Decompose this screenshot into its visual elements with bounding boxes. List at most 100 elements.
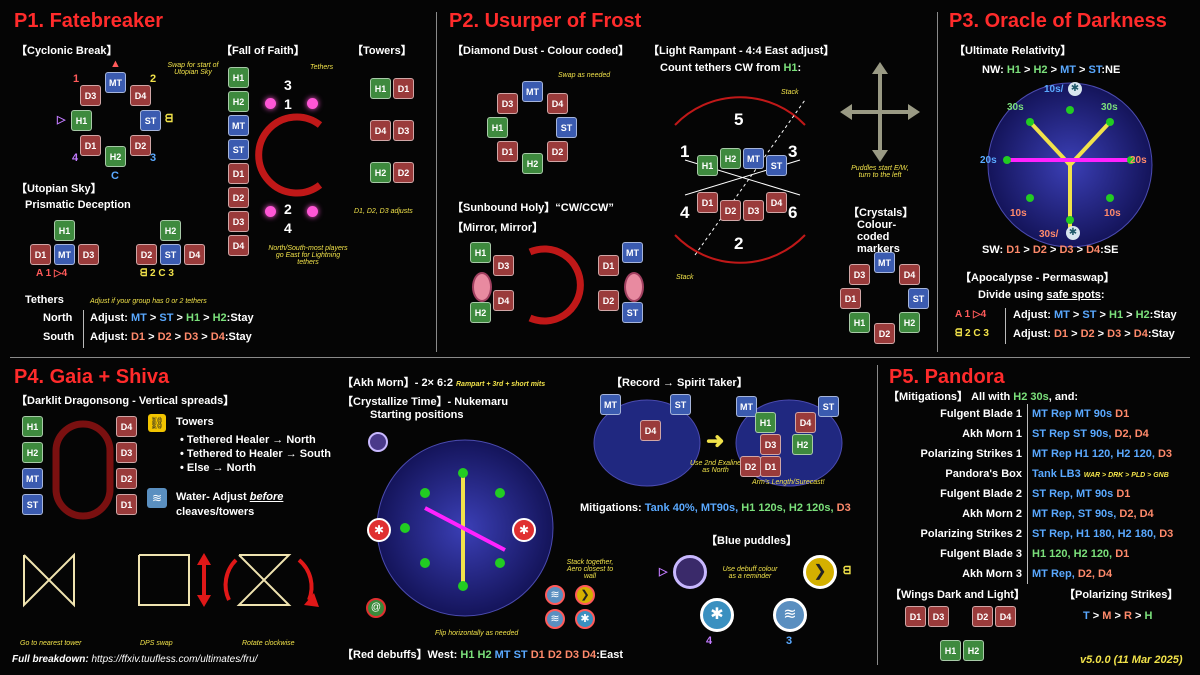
cr-mt: MT xyxy=(874,252,895,273)
yellow-marker-icon: ᗺ xyxy=(843,565,851,577)
cleaves-label: cleaves/towers xyxy=(176,506,255,518)
p5-row-4-val: ST Rep, MT 90s D1 xyxy=(1032,488,1131,500)
pink-orb-1 xyxy=(265,98,276,109)
mr-mt: MT xyxy=(622,242,643,263)
use2nd-note: Use 2nd Exaline as North xyxy=(690,460,741,474)
bullet-3: • Else → North xyxy=(180,462,256,474)
rec2-d4: D4 xyxy=(795,412,816,433)
lr-num-5: 5 xyxy=(734,110,744,129)
lr-num-1: 1 xyxy=(680,142,690,161)
ice-puddle-icon: ✱ xyxy=(700,598,734,632)
timer-10s-top: 10s/ xyxy=(1044,84,1064,95)
dl-mt: MT xyxy=(22,468,43,489)
fall-d1: D1 xyxy=(228,163,249,184)
prismatic-label: Prismatic Deception xyxy=(25,199,131,211)
mr-d1: D1 xyxy=(598,255,619,276)
dd-d4: D4 xyxy=(547,93,568,114)
adjust-note: Adjust if your group has 0 or 2 tethers xyxy=(90,298,207,305)
lr-header: 【Light Rampant - 4:4 East adjust】 xyxy=(648,45,835,57)
p5-row-2-name: Polarizing Strikes 1 xyxy=(920,448,1022,460)
compass-arrows xyxy=(840,62,920,162)
stack-together-note: Stack together, Aero closest to wall xyxy=(566,559,614,580)
w-d4: D4 xyxy=(995,606,1016,627)
mr-h1: H1 xyxy=(470,242,491,263)
p2-title: P2. Usurper of Frost xyxy=(449,10,642,32)
pl-d3: D3 xyxy=(78,244,99,265)
water-icon-1: ≋ xyxy=(545,585,565,605)
tile-h2: H2 xyxy=(105,146,126,167)
dps-swap-note: DPS swap xyxy=(140,640,173,647)
rec2-h2: H2 xyxy=(792,434,813,455)
p5-row-2-val: MT Rep H1 120, H2 120, D3 xyxy=(1032,448,1173,460)
crystallize-header: 【Crystallize Time】- Nukemaru xyxy=(342,396,509,408)
fall-header: 【Fall of Faith】 xyxy=(221,45,305,57)
tile-d1: D1 xyxy=(80,135,101,156)
shield-icon: ❯ xyxy=(575,585,595,605)
cr-h2: H2 xyxy=(899,312,920,333)
tower-diagrams xyxy=(23,552,319,608)
utopian-header: 【Utopian Sky】 xyxy=(16,183,102,195)
divider-p1-p2 xyxy=(436,12,437,352)
pl-d1: D1 xyxy=(30,244,51,265)
marker-3: 3 xyxy=(150,152,157,164)
cr-st: ST xyxy=(908,288,929,309)
crystals-sub: Colour-coded markers xyxy=(857,219,900,255)
pl-mt: MT xyxy=(54,244,75,265)
lr-d1: D1 xyxy=(697,192,718,213)
tile-st: ST xyxy=(140,110,161,131)
dark-puddle-icon xyxy=(673,555,707,589)
pink-orb-2 xyxy=(307,98,318,109)
sw-row: SW: D1 > D2 > D3 > D4:SE xyxy=(982,244,1119,256)
marker-2: 2 xyxy=(150,73,157,85)
marker-c: C xyxy=(111,170,119,182)
cr-d2: D2 xyxy=(874,323,895,344)
swap-needed-note: Swap as needed xyxy=(558,72,611,79)
south-label: South xyxy=(43,331,75,343)
timer-30s-right: 30s xyxy=(1101,102,1118,113)
lr-mt: MT xyxy=(743,148,764,169)
polar-header: 【Polarizing Strikes】 xyxy=(1064,589,1179,601)
p5-row-8-val: MT Rep, D2, D4 xyxy=(1032,568,1113,580)
lr-d4: D4 xyxy=(766,192,787,213)
mirror-orb-right xyxy=(624,272,644,302)
ice-icon-small: ✱ xyxy=(575,609,595,629)
fall-h2: H2 xyxy=(228,91,249,112)
tethers-divider xyxy=(83,310,84,348)
dl-d1: D1 xyxy=(116,494,137,515)
full-breakdown: Full breakdown: https://ffxiv.tuufless.c… xyxy=(12,654,258,665)
lr-arena xyxy=(674,96,806,264)
fall-st: ST xyxy=(228,139,249,160)
marker-3-bottom: 3 xyxy=(786,635,793,647)
crystallize-arena xyxy=(376,439,554,617)
pink-orb-3 xyxy=(265,206,276,217)
mr-h2: H2 xyxy=(470,302,491,323)
dd-mt: MT xyxy=(522,81,543,102)
w-d3: D3 xyxy=(928,606,949,627)
red-debuffs-row: 【Red debuffs】West: H1 H2 MT ST D1 D2 D3 … xyxy=(342,649,624,661)
p5-row-5-val: MT Rep, ST 90s, D2, D4 xyxy=(1032,508,1154,520)
bullet-1: • Tethered Healer → North xyxy=(180,434,316,446)
lr-h2: H2 xyxy=(720,148,741,169)
rec2-d2: D2 xyxy=(740,456,761,477)
apoc-header: 【Apocalypse - Permaswap】 xyxy=(960,272,1115,284)
stack-note-top: Stack xyxy=(781,89,799,96)
dl-d3: D3 xyxy=(116,442,137,463)
dd-d2: D2 xyxy=(547,141,568,162)
lr-num-3: 3 xyxy=(788,142,798,161)
marker-b: ᗺ xyxy=(165,113,173,125)
p5-row-1-name: Akh Morn 1 xyxy=(962,428,1022,440)
pink-orb-4 xyxy=(307,206,318,217)
pr-h2: H2 xyxy=(160,220,181,241)
stack-note-bottom: Stack xyxy=(676,274,694,281)
polar-seq: T > M > R > H xyxy=(1083,610,1153,622)
p5-row-3-val: Tank LB3 WAR > DRK > PLD > GNB xyxy=(1032,468,1169,480)
dl-d4: D4 xyxy=(116,416,137,437)
ur-header: 【Ultimate Relativity】 xyxy=(954,45,1072,57)
rec2-h1: H1 xyxy=(755,412,776,433)
rec2-d1: D1 xyxy=(760,456,781,477)
water-icon: ≋ xyxy=(147,488,167,508)
timer-30s-bottom: 30s/ xyxy=(1039,229,1059,240)
pr-st: ST xyxy=(160,244,181,265)
count-tethers: Count tethers CW from H1: xyxy=(660,62,802,74)
lr-h1: H1 xyxy=(697,155,718,176)
